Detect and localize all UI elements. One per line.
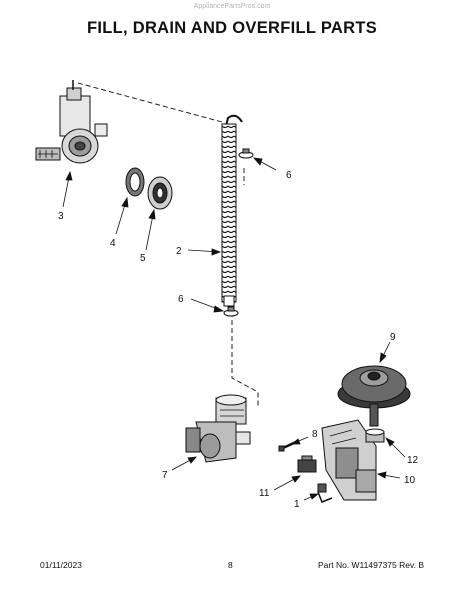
float-stem-part	[365, 428, 385, 443]
callout-3: 3	[58, 211, 64, 222]
callout-5: 5	[140, 253, 146, 264]
callout-8: 8	[312, 429, 318, 440]
callout-9: 9	[390, 332, 396, 343]
callout-labels: 3 4 5 2 6 6 9 8 12 7 10 11 1	[58, 170, 419, 510]
float-switch-part	[297, 455, 317, 473]
callout-12: 12	[407, 455, 419, 466]
callout-4: 4	[110, 238, 116, 249]
wire-connector-part	[317, 483, 333, 503]
float-part	[337, 365, 411, 427]
callout-11: 11	[259, 488, 270, 499]
callout-10: 10	[404, 475, 416, 486]
dashed-connector-lines	[77, 82, 259, 408]
callout-7: 7	[162, 470, 168, 481]
drain-hose-part	[221, 114, 243, 307]
drain-pump-part	[35, 80, 108, 164]
watermark: AppliancePartsPros.com	[193, 3, 271, 10]
callout-6-top: 6	[286, 170, 292, 181]
callout-1: 1	[294, 499, 300, 510]
seal-part	[147, 176, 173, 210]
float-housing-part	[321, 419, 377, 501]
leader-lines	[62, 157, 406, 501]
footer-date: 01/11/2023	[40, 560, 82, 570]
callout-2: 2	[176, 246, 182, 257]
hose-clamp-bottom-part	[223, 306, 239, 317]
footer-part-number: Part No. W11497375 Rev. B	[318, 560, 424, 570]
gasket-part	[125, 167, 145, 197]
callout-6-bottom: 6	[178, 294, 184, 305]
page-title: FILL, DRAIN AND OVERFILL PARTS	[86, 19, 378, 37]
footer-page-number: 8	[228, 560, 233, 570]
hose-clamp-top-part	[238, 148, 254, 159]
inlet-valve-part	[185, 394, 251, 463]
